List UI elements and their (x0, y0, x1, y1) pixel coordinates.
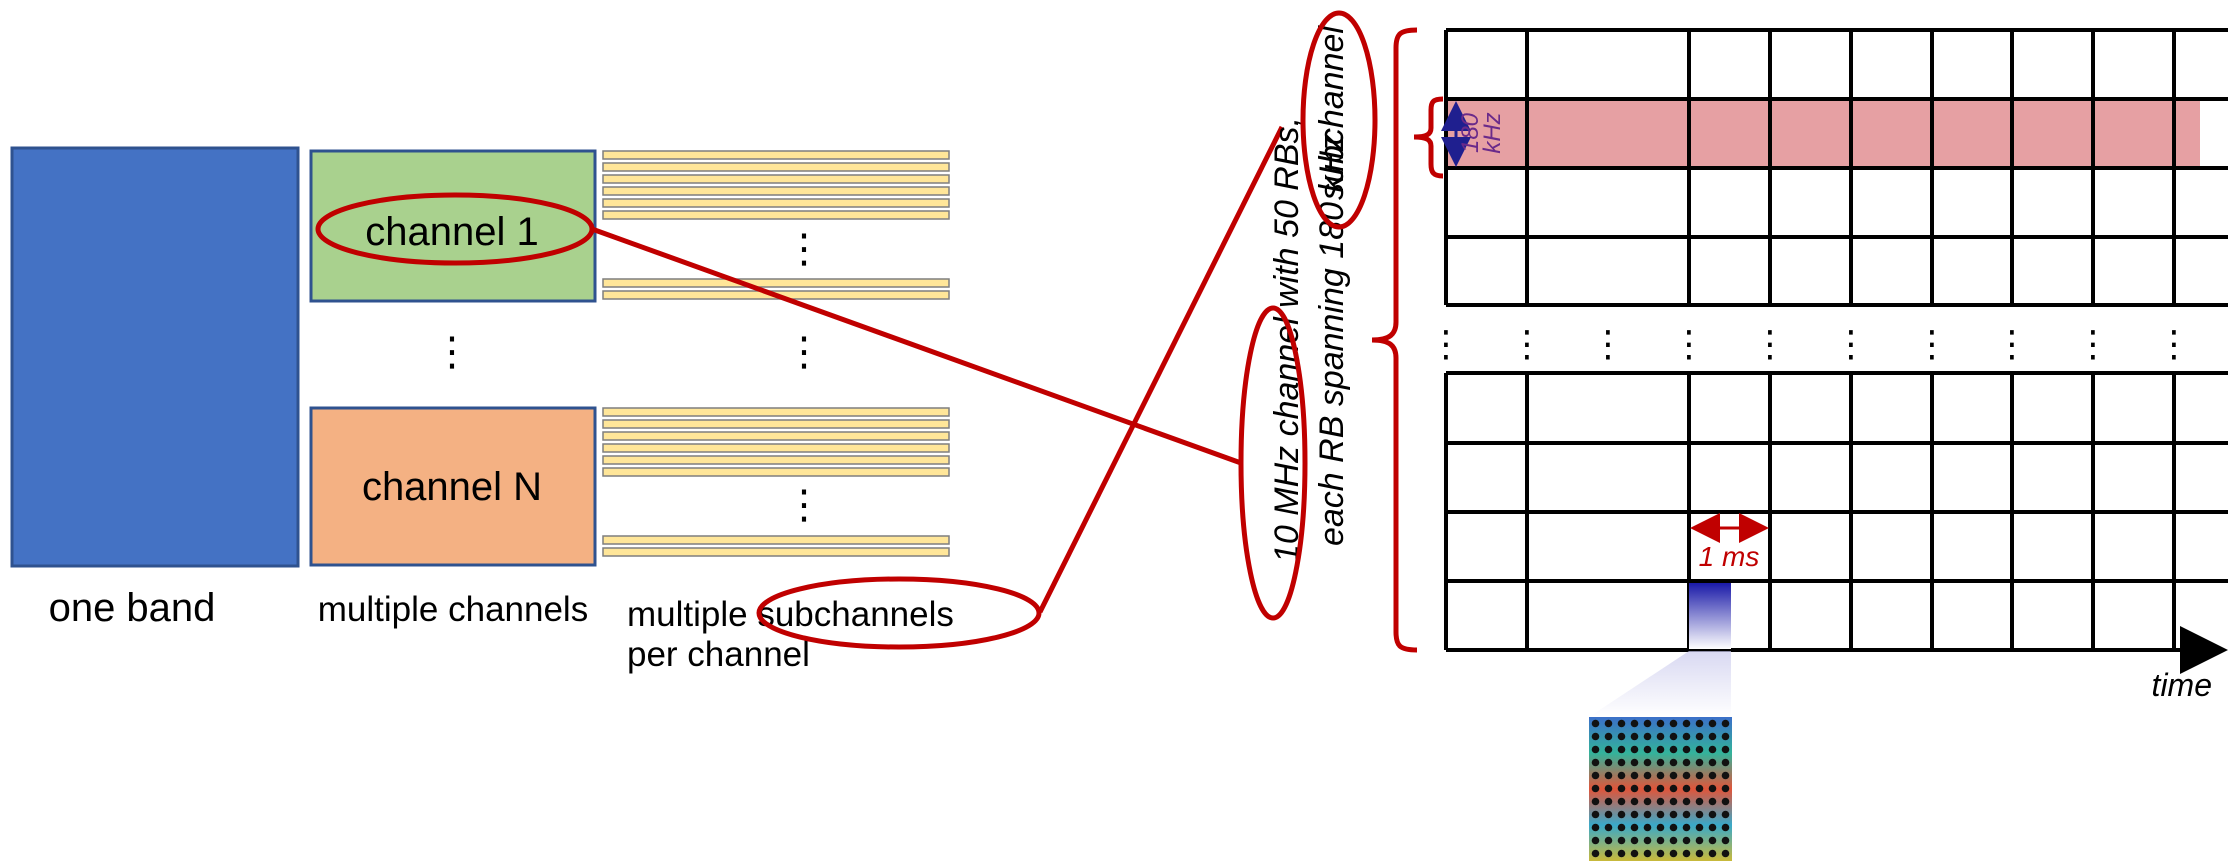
zoom-fan (1589, 651, 1731, 717)
subchannel-strip (602, 198, 950, 208)
subchannel-strip (602, 186, 950, 196)
subchannels-caption-line1: multiple subchannels (627, 595, 954, 634)
subchannels-caption-line2: per channel (627, 635, 810, 674)
band-block (10, 146, 300, 568)
subchannel-word: subchannel (1313, 25, 1351, 200)
band-label: one band (49, 586, 216, 630)
channel-n-label: channel N (362, 465, 542, 509)
column-ellipsis: ⋮ (1590, 323, 1626, 364)
subchannel-strip (602, 162, 950, 172)
subchannel-word-ellipse (1300, 10, 1378, 230)
column-ellipsis: ⋮ (1914, 323, 1950, 364)
resource-element-thumbnail (1589, 717, 1732, 861)
rb-bandwidth-label-2: kHz (1479, 112, 1506, 153)
column-ellipsis: ⋮ (1752, 323, 1788, 364)
grid-vertical-ellipses: ⋮ ⋮ ⋮ ⋮ ⋮ ⋮ ⋮ ⋮ ⋮ ⋮ (1428, 323, 2192, 364)
column-ellipsis: ⋮ (1994, 323, 2030, 364)
subchannel-strip (602, 467, 950, 477)
subchannel-strip (602, 443, 950, 453)
subchannels-ellipsis-3: ⋮ (784, 483, 824, 527)
column-ellipsis: ⋮ (1509, 323, 1545, 364)
subchannel-strip (602, 150, 950, 160)
channel-1-label: channel 1 (365, 210, 538, 254)
rb-bandwidth-label-1: 180 (1457, 112, 1484, 153)
column-ellipsis: ⋮ (1671, 323, 1707, 364)
subchannel-to-grid-connector (1037, 125, 1285, 614)
channels-ellipsis: ⋮ (432, 330, 472, 374)
grid-vertical-lines-top (1444, 30, 2176, 305)
channel-n-subchannel-strips (602, 407, 950, 557)
subchannel-strip (602, 547, 950, 557)
subchannel-strip (602, 419, 950, 429)
time-axis-label: time (2152, 667, 2212, 703)
channel-description-line2: each RB spanning 180 kHz (1313, 134, 1351, 546)
channel-description-line1: 10 MHz channel with 50 RBs, (1268, 117, 1306, 563)
channels-caption: multiple channels (318, 590, 588, 629)
column-ellipsis: ⋮ (1833, 323, 1869, 364)
channel-span-brace (1371, 27, 1418, 653)
subchannel-strip (602, 278, 950, 288)
subchannel-strip (602, 535, 950, 545)
thumbnail-dots (1589, 717, 1732, 861)
subchannels-ellipsis-1: ⋮ (784, 227, 824, 271)
channel-1-block (309, 149, 597, 303)
subchannel-strip (602, 455, 950, 465)
grid-horizontal-lines (1446, 28, 2228, 583)
subchannel-strip (602, 210, 950, 220)
channel-n-block (309, 406, 597, 567)
column-ellipsis: ⋮ (1428, 323, 1464, 364)
subchannel-strip (602, 407, 950, 417)
highlighted-slot (1689, 583, 1731, 649)
resource-block-highlight (1446, 99, 2200, 166)
grid-vertical-lines-bottom (1444, 373, 2176, 650)
slot-duration-label: 1 ms (1699, 541, 1760, 572)
column-ellipsis: ⋮ (2156, 323, 2192, 364)
subchannels-highlight-ellipse (756, 576, 1042, 650)
column-ellipsis: ⋮ (2075, 323, 2111, 364)
channel-1-subchannel-strips (602, 150, 950, 300)
rb-span-brace (1413, 96, 1444, 179)
channel-word-ellipse (1238, 305, 1308, 621)
subchannel-strip (602, 431, 950, 441)
subchannel-strip (602, 174, 950, 184)
subchannels-ellipsis-2: ⋮ (784, 330, 824, 374)
